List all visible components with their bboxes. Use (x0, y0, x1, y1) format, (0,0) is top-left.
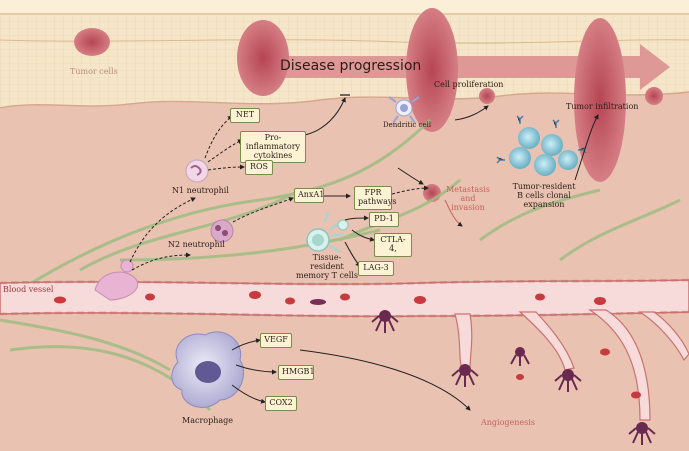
dendritic-cell-top (388, 96, 420, 124)
pro-inflammatory-box: Pro-inflammatory cytokines (240, 131, 306, 164)
tumor-cells-label: Tumor cells (70, 67, 118, 76)
n1-neutrophil-label: N1 neutrophil (172, 186, 229, 195)
cell-proliferation-label: Cell proliferation (434, 80, 504, 89)
ctla4-box: CTLA-4, (374, 233, 412, 257)
neutrophil-cells (94, 159, 234, 301)
hmgb1-box: HMGB1 (278, 365, 315, 380)
dendritic-cell-label: Dendritic cell (383, 121, 432, 129)
metastasis-label: Metastasis and invasion (446, 185, 490, 213)
angiogenesis-label: Angiogenesis (481, 418, 535, 427)
progression-arrow (250, 44, 670, 90)
net-box: NET (230, 108, 260, 123)
b-cells (496, 115, 587, 176)
fpr-box: FPR pathways (354, 186, 397, 210)
tumor-resident-b-label: Tumor-resident B cells clonal expansion (512, 182, 576, 210)
ros-box: ROS (245, 160, 273, 175)
lag3-box: LAG-3 (358, 261, 394, 276)
vegf-box: VEGF (260, 333, 292, 348)
vessel-dendritic-cells (371, 310, 656, 445)
blood-vessel-label: Blood vessel (3, 285, 54, 294)
n2-neutrophil-label: N2 neutrophil (168, 240, 225, 249)
cox2-box: COX2 (265, 396, 297, 411)
macrophage-label: Macrophage (182, 416, 233, 425)
tumor-masses (74, 8, 663, 202)
tumor-infiltration-label: Tumor infiltration (566, 102, 639, 111)
t-cells (306, 211, 349, 254)
arrows (129, 97, 599, 411)
pd1-box: PD-1 (369, 212, 399, 227)
disease-progression-title: Disease progression (280, 58, 422, 74)
tissue-resident-t-label: Tissue-resident memory T cells (296, 253, 358, 281)
macrophage-cell (171, 331, 245, 408)
anxa1-box: AnxA1 (294, 188, 324, 203)
